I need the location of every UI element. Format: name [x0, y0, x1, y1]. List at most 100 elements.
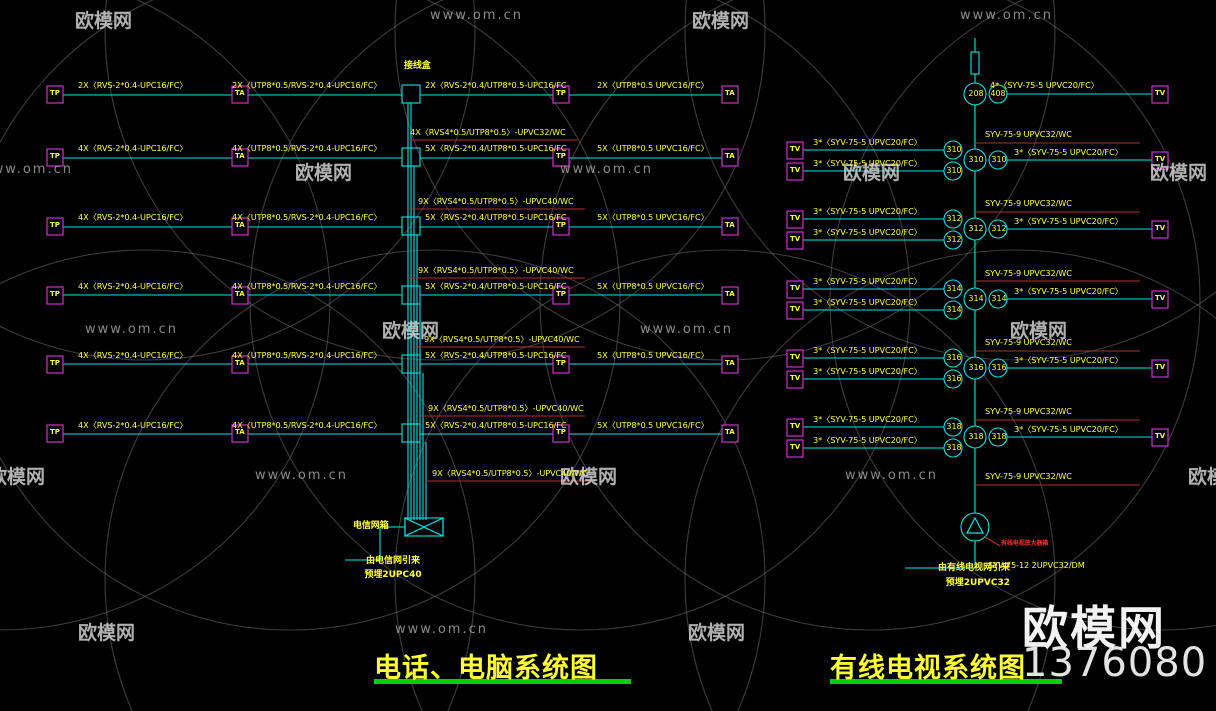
- terminal-tp: TP: [556, 89, 566, 97]
- telephone-terminal-symbols: [46, 85, 739, 443]
- catv-system-diagram: [786, 38, 1169, 569]
- wire-label: 4X〈RVS-2*0.4-UPC16/FC〉: [78, 212, 188, 222]
- terminal-ta: TA: [725, 152, 735, 160]
- terminal-tp: TP: [50, 89, 60, 97]
- terminal-tv: TV: [1155, 432, 1166, 440]
- riser-label: 9X〈RVS4*0.5/UTP8*0.5〉-UPVC40/WC: [418, 265, 574, 275]
- left-diagram-title: 电话、电脑系统图: [374, 653, 598, 684]
- catv-node: 318: [946, 422, 962, 431]
- wire-label: 2X〈RVS-2*0.4-UPC16/FC〉: [78, 80, 188, 90]
- riser-label-bottom: 9X〈RVS4*0.5/UTP8*0.5〉-UPVC40/WC: [432, 468, 588, 478]
- catv-node: 310: [946, 145, 962, 154]
- telecom-incoming-label-1: 由电信网引来: [365, 556, 420, 566]
- catv-trunk-bottom-label: SYV-75-12 2UPVC32/DM: [988, 560, 1085, 570]
- catv-node: 310: [968, 155, 984, 164]
- catv-node: 408: [990, 89, 1006, 98]
- terminal-tp: TP: [556, 359, 566, 367]
- junction-box-label: 接线盒: [404, 61, 431, 71]
- catv-wire-label: 3*〈SYV-75-5 UPVC20/FC〉: [813, 414, 922, 424]
- wire-label: 5X〈RVS-2*0.4/UTP8*0.5-UPC16/FC: [425, 143, 567, 153]
- catv-incoming-label-1: 由有线电视网引来: [937, 563, 1010, 573]
- telecom-incoming-label-2: 预埋2UPC40: [364, 570, 422, 580]
- catv-riser-label-bottom: SYV-75-9 UPVC32/WC: [985, 471, 1072, 481]
- catv-riser-leader-lines: [975, 142, 1140, 486]
- terminal-tv: TV: [790, 353, 801, 361]
- terminal-ta: TA: [725, 359, 735, 367]
- terminal-tp: TP: [50, 359, 60, 367]
- catv-node: 318: [946, 443, 962, 452]
- terminal-tp: TP: [556, 290, 566, 298]
- catv-riser-label: SYV-75-9 UPVC32/WC: [985, 129, 1072, 139]
- terminal-tv: TV: [1155, 224, 1166, 232]
- catv-node: 314: [991, 294, 1007, 303]
- terminal-ta: TA: [235, 221, 245, 229]
- wire-label: 4X〈RVS-2*0.4-UPC16/FC〉: [78, 350, 188, 360]
- catv-node: 314: [968, 294, 984, 303]
- wire-label: 5X〈UTP8*0.5 UPVC16/FC〉: [597, 212, 709, 222]
- telephone-network-cabinet: [345, 517, 444, 561]
- catv-wire-label: 3*〈SYV-75-5 UPVC20/FC〉: [813, 206, 922, 216]
- catv-node: 310: [946, 166, 962, 175]
- riser-label: 9X〈RVS4*0.5/UTP8*0.5〉-UPVC40/WC: [428, 403, 584, 413]
- riser-label: 4X〈RVS4*0.5/UTP8*0.5〉-UPVC32/WC: [410, 127, 566, 137]
- catv-riser-label: SYV-75-9 UPVC32/WC: [985, 268, 1072, 278]
- catv-node: 318: [991, 432, 1007, 441]
- wire-label: 4X〈UTP8*0.5/RVS-2*0.4-UPC16/FC〉: [232, 212, 382, 222]
- wire-label: 4X〈RVS-2*0.4-UPC16/FC〉: [78, 143, 188, 153]
- catv-node: 316: [946, 374, 962, 383]
- catv-riser-label: SYV-75-9 UPVC32/WC: [985, 198, 1072, 208]
- catv-riser-label: SYV-75-9 UPVC32/WC: [985, 406, 1072, 416]
- wire-label: 2X〈UTP8*0.5/RVS-2*0.4-UPC16/FC〉: [232, 80, 382, 90]
- terminal-tv: TV: [790, 214, 801, 222]
- catv-amplifier-label: 有线电视放大器箱: [1001, 540, 1049, 547]
- catv-wire-label: 3*〈SYV-75-5 UPVC20/FC〉: [1014, 286, 1123, 296]
- telephone-computer-system-diagram: [46, 84, 739, 561]
- catv-node: 316: [968, 363, 984, 372]
- wire-label: 5X〈UTP8*0.5 UPVC16/FC〉: [597, 350, 709, 360]
- catv-wire-label: 3*〈SYV-75-5 UPVC20/FC〉: [813, 276, 922, 286]
- wire-label: 5X〈RVS-2*0.4/UTP8*0.5-UPC16/FC: [425, 281, 567, 291]
- terminal-ta: TA: [725, 89, 735, 97]
- wire-label: 4X〈UTP8*0.5/RVS-2*0.4-UPC16/FC〉: [232, 281, 382, 291]
- terminal-ta: TA: [725, 428, 735, 436]
- title-underlines: [374, 679, 1062, 684]
- terminal-ta: TA: [725, 290, 735, 298]
- wire-label: 5X〈RVS-2*0.4/UTP8*0.5-UPC16/FC: [425, 420, 567, 430]
- terminal-tp: TP: [50, 152, 60, 160]
- catv-top-row: [963, 82, 1169, 106]
- wire-label: 2X〈UTP8*0.5 UPVC16/FC〉: [597, 80, 709, 90]
- terminal-tp: TP: [556, 221, 566, 229]
- catv-wire-label: 3*〈SYV-75-5 UPVC20/FC〉: [1014, 216, 1123, 226]
- riser-label: 9X〈RVS4*0.5/UTP8*0.5〉-UPVC40/WC: [418, 196, 574, 206]
- terminal-ta: TA: [725, 221, 735, 229]
- terminal-tv: TV: [790, 443, 801, 451]
- catv-node: 318: [968, 432, 984, 441]
- terminal-tv: TV: [1155, 89, 1166, 97]
- terminal-tp: TP: [556, 428, 566, 436]
- terminal-tp: TP: [50, 221, 60, 229]
- wire-label: 4X〈UTP8*0.5/RVS-2*0.4-UPC16/FC〉: [232, 420, 382, 430]
- wire-label: 5X〈RVS-2*0.4/UTP8*0.5-UPC16/FC: [425, 212, 567, 222]
- catv-wire-label: 3*〈SYV-75-5 UPVC20/FC〉: [1014, 355, 1123, 365]
- catv-wire-label: 3*〈SYV-75-5 UPVC20/FC〉: [813, 137, 922, 147]
- catv-node: 316: [991, 363, 1007, 372]
- telecom-cabinet-label: 电信网箱: [353, 521, 389, 531]
- catv-wire-label: 3*〈SYV-75-5 UPVC20/FC〉: [813, 345, 922, 355]
- terminal-tv: TV: [790, 235, 801, 243]
- terminal-tv: TV: [790, 422, 801, 430]
- catv-antenna-symbol: [970, 38, 980, 84]
- right-diagram-title: 有线电视系统图: [830, 653, 1026, 684]
- wire-label: 5X〈UTP8*0.5 UPVC16/FC〉: [597, 143, 709, 153]
- wire-label: 5X〈RVS-2*0.4/UTP8*0.5-UPC16/FC: [425, 350, 567, 360]
- wire-label: 4X〈UTP8*0.5/RVS-2*0.4-UPC16/FC〉: [232, 143, 382, 153]
- wire-label: 5X〈UTP8*0.5 UPVC16/FC〉: [597, 281, 709, 291]
- catv-wire-label: 3*〈SYV-75-5 UPVC20/FC〉: [813, 158, 922, 168]
- catv-node: 314: [946, 305, 962, 314]
- terminal-tv: TV: [790, 284, 801, 292]
- catv-riser-label: SYV-75-9 UPVC32/WC: [985, 337, 1072, 347]
- catv-branch-rows: [786, 140, 1169, 458]
- catv-node: 208: [968, 89, 984, 98]
- telephone-riser-leader-lines: [408, 139, 592, 482]
